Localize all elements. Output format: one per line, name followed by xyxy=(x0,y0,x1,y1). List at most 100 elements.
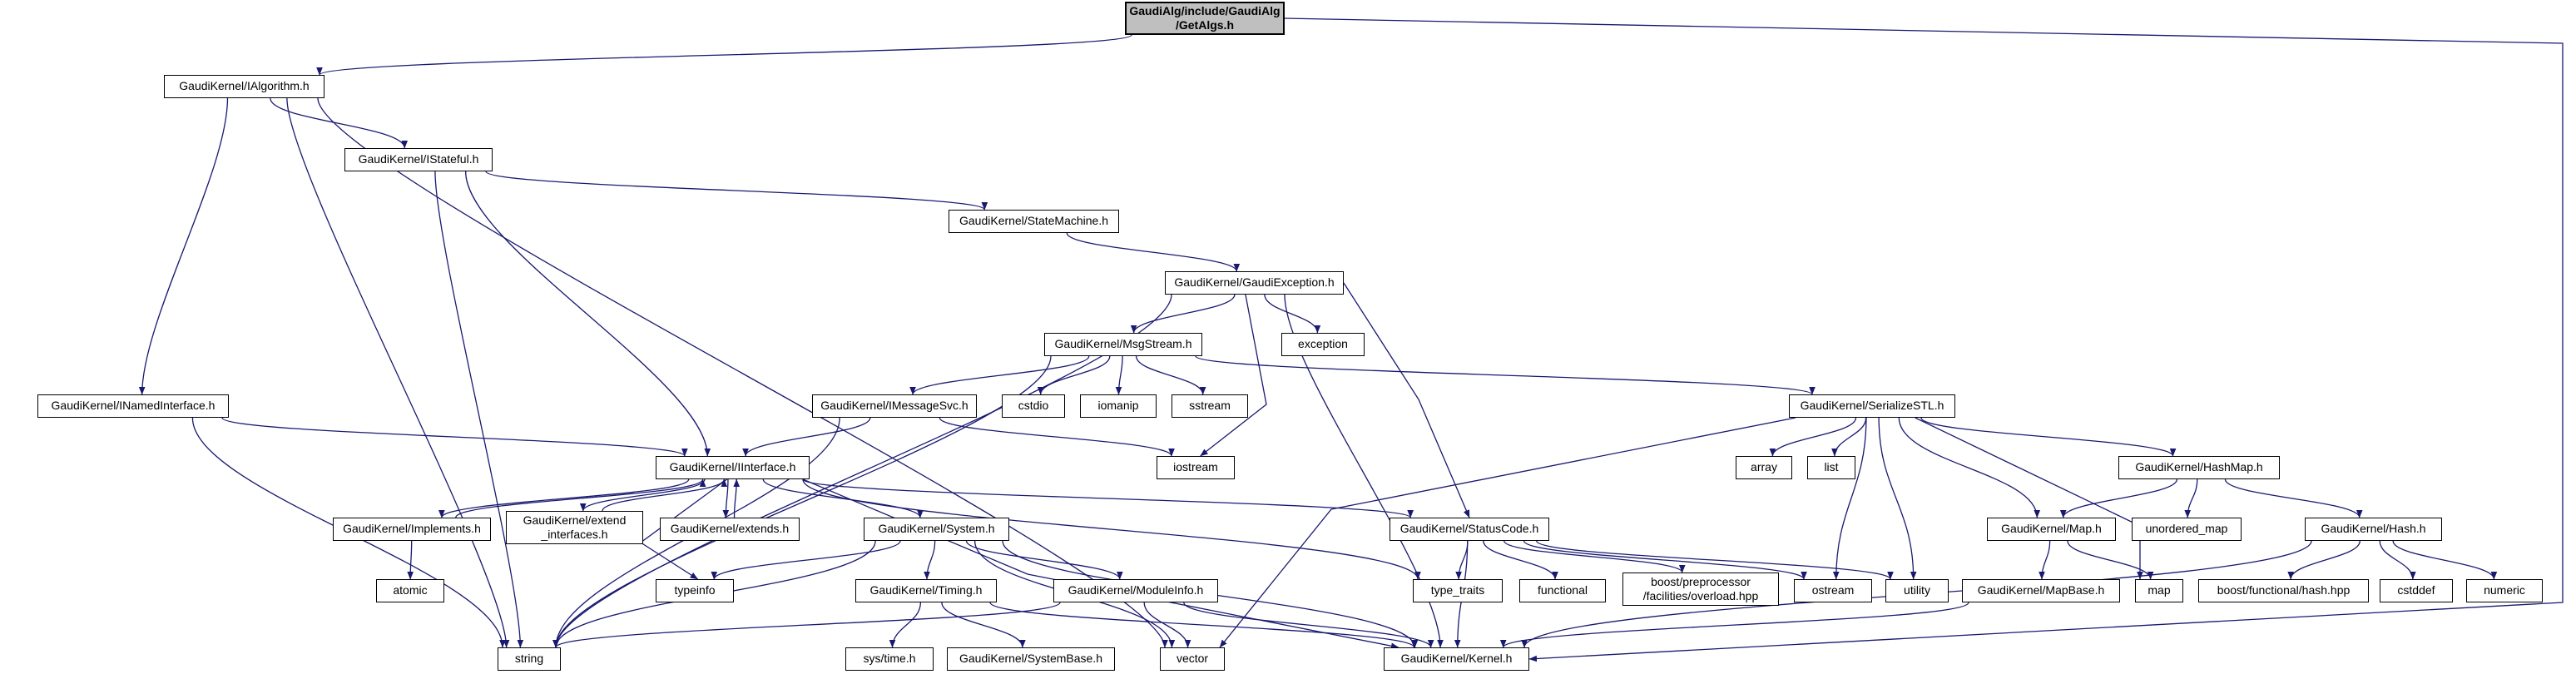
edge-serializestl-mapstd xyxy=(1915,417,2143,580)
edge-statuscode-functional xyxy=(1483,540,1558,580)
graph-node-list[interactable]: list xyxy=(1807,456,1855,479)
edge-timing-systime xyxy=(889,602,922,648)
edge-msgstream-serializestl xyxy=(1195,355,1816,395)
graph-node-imessagesvc[interactable]: GaudiKernel/IMessageSvc.h xyxy=(812,394,977,418)
edge-system-timing xyxy=(924,540,936,580)
graph-node-istateful[interactable]: GaudiKernel/IStateful.h xyxy=(344,148,493,171)
graph-node-sstream[interactable]: sstream xyxy=(1172,394,1248,418)
graph-node-statuscode[interactable]: GaudiKernel/StatusCode.h xyxy=(1390,518,1549,541)
graph-node-mapstd[interactable]: map xyxy=(2135,579,2183,602)
edge-gaudiexception-iostream xyxy=(1200,294,1267,457)
edge-serializestl-list xyxy=(1831,417,1867,457)
edge-iinterface-extendif xyxy=(579,478,706,512)
edge-serializestl-ostream xyxy=(1832,417,1867,580)
graph-node-serializestl[interactable]: GaudiKernel/SerializeSTL.h xyxy=(1789,394,1955,418)
edge-mapgaudi-mapbase xyxy=(2039,540,2051,580)
graph-node-msgstream[interactable]: GaudiKernel/MsgStream.h xyxy=(1044,333,1202,356)
graph-node-ialgorithm[interactable]: GaudiKernel/IAlgorithm.h xyxy=(164,75,324,98)
edge-moduleinfo-kernel xyxy=(1183,602,1434,648)
graph-node-kernel[interactable]: GaudiKernel/Kernel.h xyxy=(1384,647,1529,671)
graph-node-unordered_map[interactable]: unordered_map xyxy=(2132,518,2242,541)
graph-node-numeric[interactable]: numeric xyxy=(2466,579,2543,602)
graph-node-systime[interactable]: sys/time.h xyxy=(845,647,934,671)
graph-node-gaudiexception[interactable]: GaudiKernel/GaudiException.h xyxy=(1165,271,1344,295)
edge-system-moduleinfo xyxy=(965,540,1123,580)
graph-node-hash[interactable]: GaudiKernel/Hash.h xyxy=(2305,518,2442,541)
edge-mapgaudi-mapstd xyxy=(2067,540,2154,580)
edge-istateful-statemachine xyxy=(485,171,988,211)
edge-ialgorithm-inamedinterface xyxy=(138,97,229,395)
edge-getalgs-kernel xyxy=(1284,17,2564,662)
graph-node-implements[interactable]: GaudiKernel/Implements.h xyxy=(333,518,491,541)
graph-node-typeinfo[interactable]: typeinfo xyxy=(656,579,734,602)
graph-node-vector[interactable]: vector xyxy=(1160,647,1225,671)
edge-moduleinfo-string xyxy=(552,602,1061,648)
edge-hash-boosthash xyxy=(2287,540,2361,580)
graph-node-moduleinfo[interactable]: GaudiKernel/ModuleInfo.h xyxy=(1053,579,1218,602)
edge-istateful-iinterface xyxy=(464,171,711,457)
edge-msgstream-sstream xyxy=(1135,355,1206,395)
edge-iinterface-system xyxy=(762,478,924,518)
edge-msgstream-cstdio xyxy=(1037,355,1111,395)
edge-timing-systembase xyxy=(941,602,1026,648)
edge-iinterface-kernel xyxy=(802,478,1399,649)
edge-mapbase-kernel xyxy=(1500,602,1969,648)
graph-node-cstddef[interactable]: cstddef xyxy=(2380,579,2453,602)
edge-imessagesvc-iostream xyxy=(939,417,1175,457)
edge-inamedinterface-iinterface xyxy=(221,417,688,457)
graph-node-iomanip[interactable]: iomanip xyxy=(1080,394,1157,418)
graph-node-extendif[interactable]: GaudiKernel/extend _interfaces.h xyxy=(506,511,643,544)
edge-msgstream-imessagesvc xyxy=(909,355,1090,395)
edge-gaudiexception-msgstream xyxy=(1130,294,1236,334)
edge-extendif-iinterface xyxy=(602,478,728,512)
edge-serializestl-mapgaudi xyxy=(1898,417,2041,518)
edge-statuscode-type_traits xyxy=(1455,540,1469,580)
edge-moduleinfo-vector xyxy=(1143,602,1191,648)
edge-serializestl-array xyxy=(1769,417,1857,457)
graph-node-inamedinterface[interactable]: GaudiKernel/INamedInterface.h xyxy=(37,394,229,418)
graph-node-overload[interactable]: boost/preprocessor /facilities/overload.… xyxy=(1622,573,1779,606)
edge-getalgs-ialgorithm xyxy=(316,34,1132,76)
edge-imessagesvc-iinterface xyxy=(742,417,871,457)
graph-node-exception[interactable]: exception xyxy=(1281,333,1365,356)
graph-node-iinterface[interactable]: GaudiKernel/IInterface.h xyxy=(656,456,810,479)
graph-node-systembase[interactable]: GaudiKernel/SystemBase.h xyxy=(947,647,1115,671)
graph-node-functional[interactable]: functional xyxy=(1519,579,1606,602)
graph-node-ostream[interactable]: ostream xyxy=(1794,579,1872,602)
edge-statemachine-gaudiexception xyxy=(1066,232,1241,272)
graph-node-timing[interactable]: GaudiKernel/Timing.h xyxy=(855,579,997,602)
graph-node-type_traits[interactable]: type_traits xyxy=(1413,579,1503,602)
edge-implements-atomic xyxy=(407,540,414,580)
graph-node-string[interactable]: string xyxy=(498,647,561,671)
edge-serializestl-utility xyxy=(1878,417,1917,580)
edge-system-typeinfo xyxy=(711,540,901,580)
edge-gaudiexception-exception xyxy=(1264,294,1321,334)
edge-hash-cstddef xyxy=(2379,540,2416,580)
graph-node-hashmap[interactable]: GaudiKernel/HashMap.h xyxy=(2118,456,2280,479)
edge-ialgorithm-vector xyxy=(317,97,1168,648)
graph-node-getalgs: GaudiAlg/include/GaudiAlg /GetAlgs.h xyxy=(1125,2,1285,35)
edge-statuscode-overload xyxy=(1503,540,1686,573)
edge-msgstream-iomanip xyxy=(1115,355,1123,395)
graph-node-array[interactable]: array xyxy=(1736,456,1792,479)
edge-hashmap-mapgaudi xyxy=(2059,478,2178,518)
graph-node-boosthash[interactable]: boost/functional/hash.hpp xyxy=(2198,579,2369,602)
graph-node-mapgaudi[interactable]: GaudiKernel/Map.h xyxy=(1987,518,2116,541)
edge-iinterface-statuscode xyxy=(802,478,1414,518)
edge-hash-numeric xyxy=(2392,540,2498,580)
graph-node-utility[interactable]: utility xyxy=(1885,579,1949,602)
graph-node-cstdio[interactable]: cstdio xyxy=(1002,394,1065,418)
edge-ialgorithm-string xyxy=(286,97,510,648)
edge-hashmap-hash xyxy=(2224,478,2363,518)
graph-node-mapbase[interactable]: GaudiKernel/MapBase.h xyxy=(1962,579,2120,602)
edge-hashmap-unordered_map xyxy=(2184,478,2198,518)
edge-gaudiexception-statuscode xyxy=(1343,282,1470,518)
edge-ialgorithm-istateful xyxy=(270,97,408,149)
edge-timing-kernel xyxy=(989,602,1418,648)
graph-node-system[interactable]: GaudiKernel/System.h xyxy=(864,518,1009,541)
graph-node-statemachine[interactable]: GaudiKernel/StateMachine.h xyxy=(949,210,1119,233)
graph-node-extends[interactable]: GaudiKernel/extends.h xyxy=(660,518,800,541)
graph-node-iostream[interactable]: iostream xyxy=(1157,456,1235,479)
graph-node-atomic[interactable]: atomic xyxy=(376,579,444,602)
